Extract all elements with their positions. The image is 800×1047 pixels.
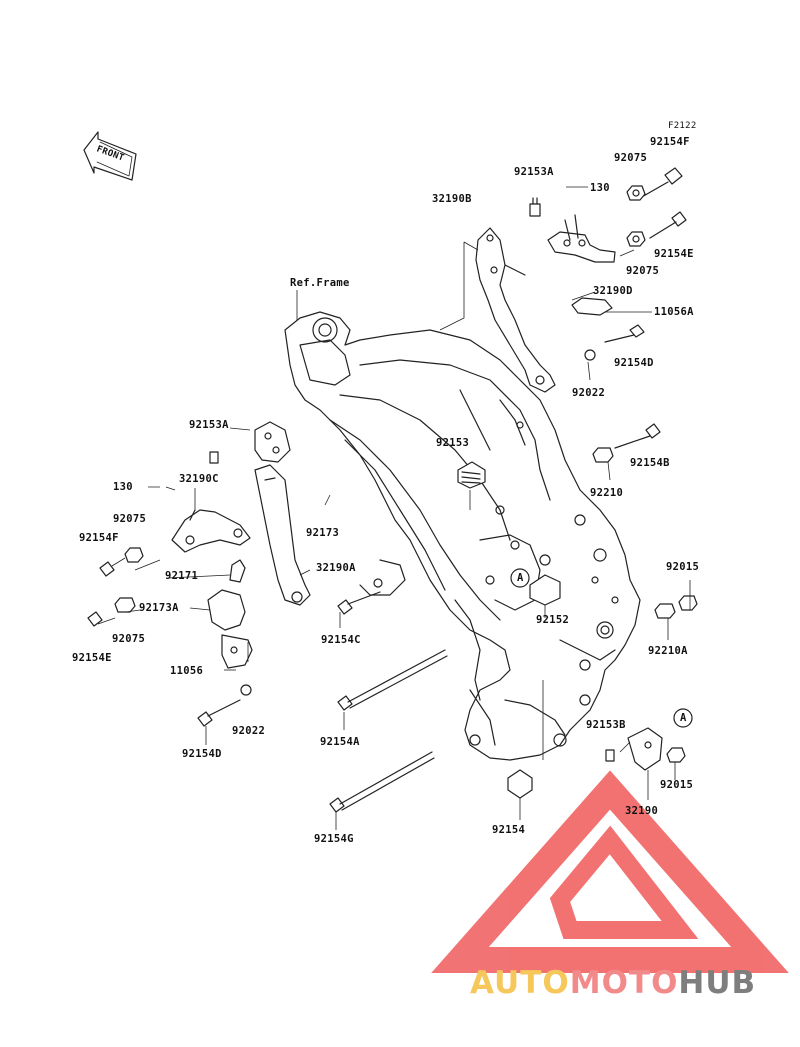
- bolt-92154f-top: [639, 167, 683, 199]
- bolt-92154e-top: [649, 211, 687, 239]
- watermark-text: AUTOMOTOHUB: [470, 965, 756, 1001]
- part-92154a: 92154A: [320, 736, 360, 748]
- part-32190d: 32190D: [593, 285, 633, 297]
- part-32190b: 32190B: [432, 193, 472, 205]
- part-11056a: 11056A: [654, 306, 694, 318]
- nut-92015-top: [678, 595, 698, 611]
- bracket-11056: [207, 589, 253, 669]
- nut-92075-mid: [626, 231, 646, 247]
- part-92154e-left: 92154E: [72, 652, 112, 664]
- part-92154f-top: 92154F: [650, 136, 690, 148]
- marker-a-bracket: [673, 708, 693, 728]
- part-92154: 92154: [492, 824, 526, 836]
- part-32190a: 32190A: [316, 562, 356, 574]
- part-92015-bottom: 92015: [660, 779, 694, 791]
- part-92022-top: 92022: [572, 387, 606, 399]
- bolt-92154f-left: [99, 561, 115, 577]
- watermark-part-moto: MOTO: [569, 965, 679, 1001]
- part-92075-top: 92075: [614, 152, 648, 164]
- part-32190c: 32190C: [179, 473, 219, 485]
- washer-92022-left: [240, 684, 252, 696]
- bracket-32190d: [547, 214, 616, 263]
- part-92154g: 92154G: [314, 833, 354, 845]
- collar-92152: [529, 574, 561, 606]
- part-92154d-top: 92154D: [614, 357, 654, 369]
- bolt-92154d-top: [604, 324, 645, 343]
- ref-frame-label: Ref.Frame: [290, 277, 350, 289]
- part-92075-left2: 92075: [112, 633, 146, 645]
- marker-a-frame: [510, 568, 530, 588]
- bracket-32190: [627, 727, 663, 771]
- marker-a-label-frame: A: [517, 572, 524, 584]
- bolt-92154e-left: [87, 611, 103, 627]
- part-92015-top: 92015: [666, 561, 700, 573]
- part-92154f-left: 92154F: [79, 532, 119, 544]
- clip-92171: [229, 559, 246, 583]
- nut-92075-left: [124, 547, 144, 563]
- part-11056: 11056: [170, 665, 204, 677]
- bracket-11056a: [571, 297, 613, 316]
- part-92075-mid: 92075: [626, 265, 660, 277]
- part-92022-left: 92022: [232, 725, 266, 737]
- part-92153: 92153: [436, 437, 470, 449]
- bolt-92154b: [614, 423, 661, 449]
- nut-92210a: [654, 603, 676, 619]
- watermark-logo-icon: [431, 770, 789, 973]
- part-92173: 92173: [306, 527, 340, 539]
- bracket-32190b: [475, 227, 556, 393]
- figure-code: F2122: [668, 121, 697, 131]
- nut-92210: [592, 447, 614, 463]
- part-92075-left: 92075: [113, 513, 147, 525]
- marker-a-label-bracket: A: [680, 712, 687, 724]
- bolt-92154c: [337, 599, 353, 615]
- watermark-part-hub: HUB: [678, 965, 757, 1001]
- part-92154d-left: 92154D: [182, 748, 222, 760]
- watermark-part-auto: AUTO: [470, 965, 570, 1001]
- collar-92153: [457, 461, 486, 489]
- nut-92075-left2: [114, 597, 136, 613]
- part-92153a-left: 92153A: [189, 419, 229, 431]
- bolt-92153a-top: [529, 197, 541, 217]
- nut-92075-top: [626, 185, 646, 201]
- part-92210: 92210: [590, 487, 624, 499]
- part-92153b: 92153B: [586, 719, 626, 731]
- front-arrow-icon: [83, 131, 137, 181]
- part-130-top: 130: [590, 182, 610, 194]
- washer-92022-top: [584, 349, 596, 361]
- part-92210a: 92210A: [648, 645, 688, 657]
- part-92153a-top: 92153A: [514, 166, 554, 178]
- bolt-92153a-left: [209, 451, 219, 464]
- bolt-92154d-left: [197, 699, 241, 727]
- part-92154c: 92154C: [321, 634, 361, 646]
- nut-92015-bottom: [666, 747, 686, 763]
- bolt-92154g: [329, 751, 435, 813]
- part-92173a: 92173A: [139, 602, 179, 614]
- part-32190: 32190: [625, 805, 659, 817]
- bracket-32190c: [171, 421, 291, 553]
- part-92152: 92152: [536, 614, 570, 626]
- main-frame: [284, 311, 641, 761]
- part-130-left: 130: [113, 481, 133, 493]
- part-92154e-top: 92154E: [654, 248, 694, 260]
- bolt-92153b: [605, 749, 615, 762]
- collar-92154: [507, 769, 533, 799]
- bracket-32190a: [254, 464, 311, 606]
- bolt-92154a: [337, 649, 448, 711]
- part-92154b: 92154B: [630, 457, 670, 469]
- part-92171: 92171: [165, 570, 199, 582]
